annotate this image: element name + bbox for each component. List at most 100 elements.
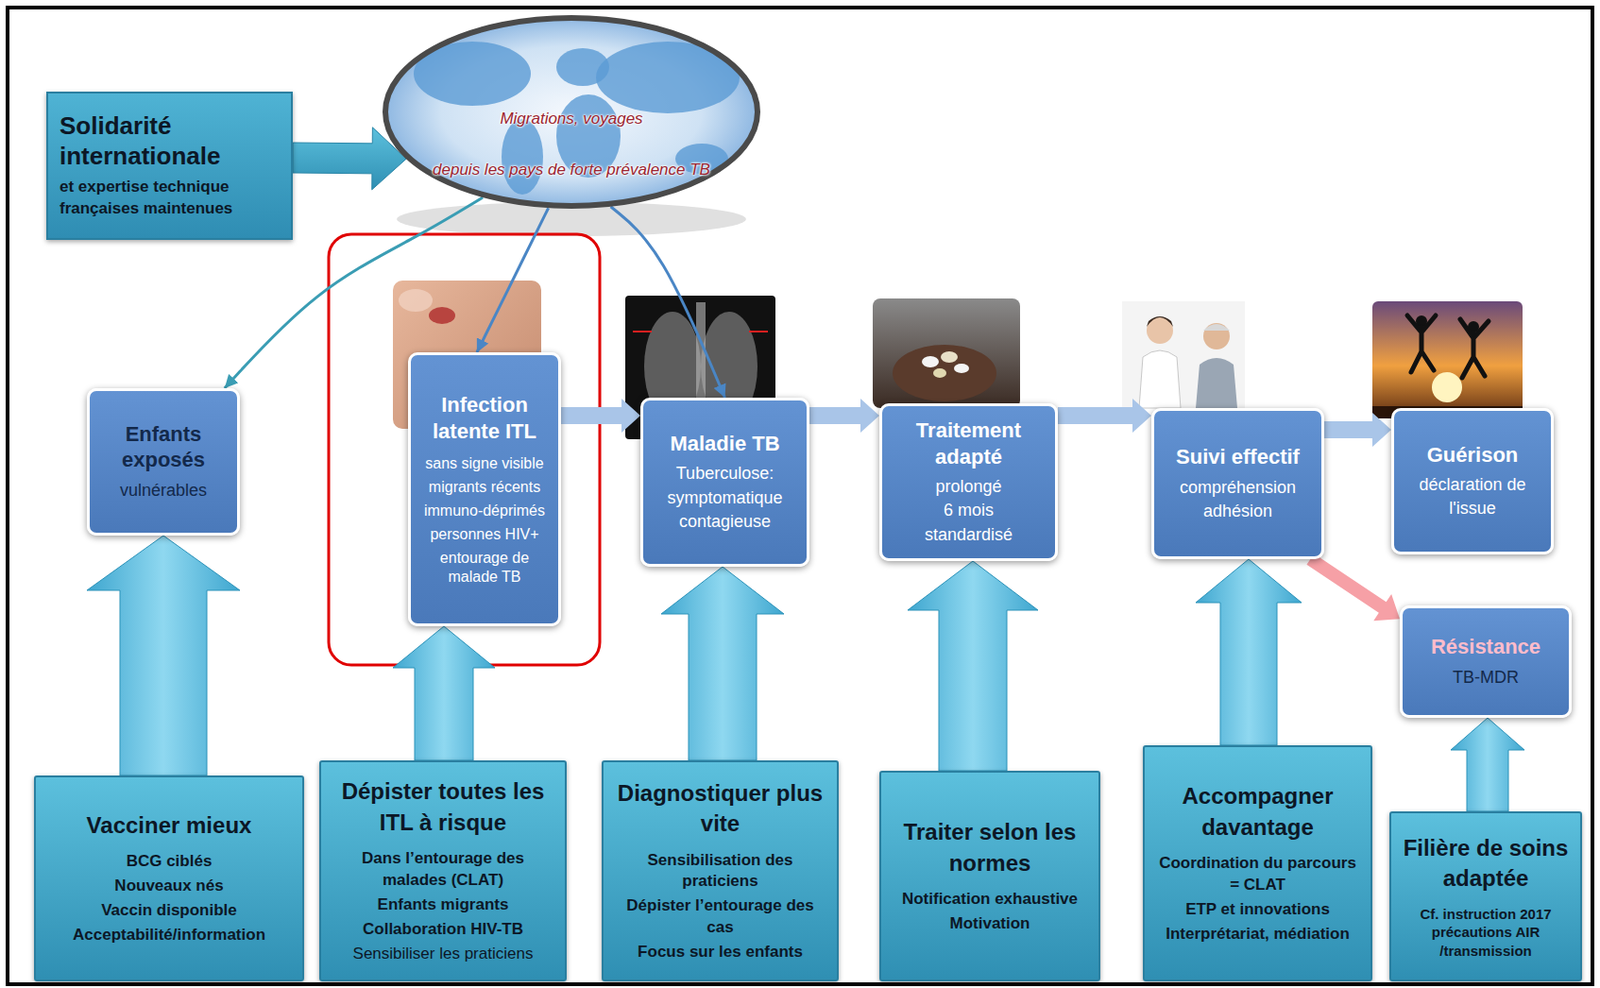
box-text: Motivation: [950, 913, 1031, 936]
box-text: Vaccin disponible: [101, 900, 238, 922]
stage-box: Enfants exposés vulnérables: [86, 388, 240, 536]
doctor-coat: [1139, 350, 1181, 409]
action-box: Traiter selon les normesNotification exh…: [879, 770, 1101, 982]
pill: [933, 368, 947, 378]
box-text: vulnérables: [119, 478, 207, 503]
box-text: prolongé: [935, 475, 1002, 499]
skin-reaction: [428, 306, 456, 324]
box-text: 6 mois: [943, 498, 994, 523]
action-box: Accompagner davantageCoordination du par…: [1142, 745, 1373, 982]
jumping-person: [1460, 319, 1489, 378]
stage-box: Infection latente ITL sans signe visible m…: [408, 352, 562, 627]
box-text: et expertise technique françaises mainte…: [59, 176, 280, 221]
box-text: Tuberculose: symptomatique contagieuse: [650, 461, 800, 534]
box-heading: Résistance: [1430, 633, 1541, 661]
world-globe: Migrations, voyages depuis les pays de fo…: [382, 15, 761, 209]
box-heading: Maladie TB: [669, 430, 780, 458]
box-heading: Infection latente ITL: [418, 391, 551, 444]
hand-palm: [892, 344, 997, 402]
box-heading: Diagnostiquer plus vite: [612, 778, 828, 840]
box-text: Dans l’entourage des malades (CLAT): [330, 848, 556, 892]
curved-arrow: [611, 206, 726, 398]
box-text: immuno-déprimés: [424, 501, 545, 521]
box-text: Collaboration HIV-TB: [362, 919, 524, 941]
pills-photo: [872, 298, 1021, 409]
support-arrow: [392, 626, 495, 761]
box-text: BCG ciblés: [126, 851, 213, 873]
box-heading: Accompagner davantage: [1154, 781, 1362, 843]
risk-arrow: [1306, 553, 1400, 621]
patient-head: [1203, 323, 1230, 350]
curved-arrow: [476, 207, 549, 353]
stage-box: Traitement adapté prolongé6 moisstandardi…: [879, 403, 1058, 562]
box-text: déclaration de l'issue: [1401, 473, 1544, 521]
box-text: compréhension: [1179, 476, 1296, 500]
box-text: Sensibiliser les praticiens: [353, 943, 534, 966]
solidarity-box: Solidarité internationale et expertise te…: [46, 91, 293, 240]
pill: [921, 356, 939, 368]
doctor-head: [1146, 317, 1174, 344]
flow-arrow: [1324, 412, 1392, 447]
box-text: entourage de malade TB: [418, 548, 551, 587]
action-box: Vacciner mieuxBCG ciblésNouveaux nésVacc…: [34, 775, 305, 982]
action-box: Diagnostiquer plus viteSensibilisation d…: [601, 760, 839, 982]
box-text: Nouveaux nés: [114, 875, 223, 898]
box-heading: Dépister toutes les ITL à risque: [330, 776, 556, 838]
box-heading: Traitement adapté: [889, 417, 1048, 470]
pill: [940, 351, 958, 363]
stage-box: Suivi effectif compréhensionadhésion: [1151, 408, 1325, 560]
xray-marker: [632, 330, 652, 333]
box-text: Focus sur les enfants: [637, 941, 803, 964]
box-text: Enfants migrants: [377, 894, 510, 917]
box-text: sans signe visible: [425, 454, 544, 474]
box-text: Interprétariat, médiation: [1165, 923, 1350, 946]
box-heading: Guérison: [1427, 442, 1519, 469]
box-text: ETP et innovations: [1185, 899, 1330, 921]
consultation-photo: [1122, 301, 1245, 409]
stage-box: RésistanceTB-MDR: [1399, 605, 1572, 718]
support-arrow: [907, 561, 1039, 771]
support-arrow: [86, 535, 240, 776]
box-text: adhésion: [1203, 499, 1273, 524]
flow-arrow: [561, 398, 641, 433]
patient-hair: [1203, 323, 1230, 331]
frame-border: [7, 7, 1593, 985]
highlight-frame: [328, 234, 600, 665]
box-text: Sensibilisation des praticiens: [612, 850, 828, 894]
box-heading: Traiter selon les normes: [890, 817, 1090, 879]
box-text: standardisé: [924, 523, 1013, 547]
box-heading: Solidarité internationale: [59, 111, 280, 171]
box-text: Coordination du parcours = CLAT: [1154, 852, 1362, 897]
action-box: Filière de soins adaptéeCf. instruction …: [1389, 811, 1583, 982]
support-arrow: [1195, 559, 1302, 746]
skin-glove: [398, 289, 433, 312]
flow-arrow: [1057, 398, 1152, 433]
globe-sea: [385, 17, 758, 206]
continent: [501, 119, 544, 195]
globe-rim: [385, 17, 758, 206]
box-heading: Enfants exposés: [97, 421, 230, 474]
box-heading: Filière de soins adaptée: [1400, 833, 1571, 895]
sunset-photo: [1372, 301, 1523, 419]
box-heading: Vacciner mieux: [86, 810, 253, 841]
box-text: migrants récents: [428, 477, 541, 497]
box-heading: Suivi effectif: [1175, 443, 1300, 471]
box-text: Dépister l’entourage des cas: [612, 895, 828, 939]
flow-arrow: [809, 398, 880, 433]
jumping-person: [1407, 315, 1436, 373]
box-text: Notification exhaustive: [902, 888, 1078, 911]
stage-box: Maladie TB Tuberculose: symptomatique con…: [640, 397, 810, 567]
support-arrow: [1450, 717, 1525, 812]
doctor-hair: [1146, 316, 1174, 327]
box-text: TB-MDR: [1452, 665, 1519, 690]
patient-body: [1195, 357, 1238, 409]
box-text: personnes HIV+: [429, 525, 539, 545]
support-arrow: [661, 566, 784, 761]
box-text: depuis les pays de forte prévalence TB: [432, 160, 711, 180]
box-text: Acceptabilité/information: [72, 924, 266, 947]
sun: [1431, 372, 1463, 403]
box-text: Cf. instruction 2017 précautions AIR /tr…: [1400, 904, 1571, 961]
box-heading: Migrations, voyages: [499, 109, 643, 129]
stage-box: Guérison déclaration de l'issue: [1391, 408, 1554, 555]
